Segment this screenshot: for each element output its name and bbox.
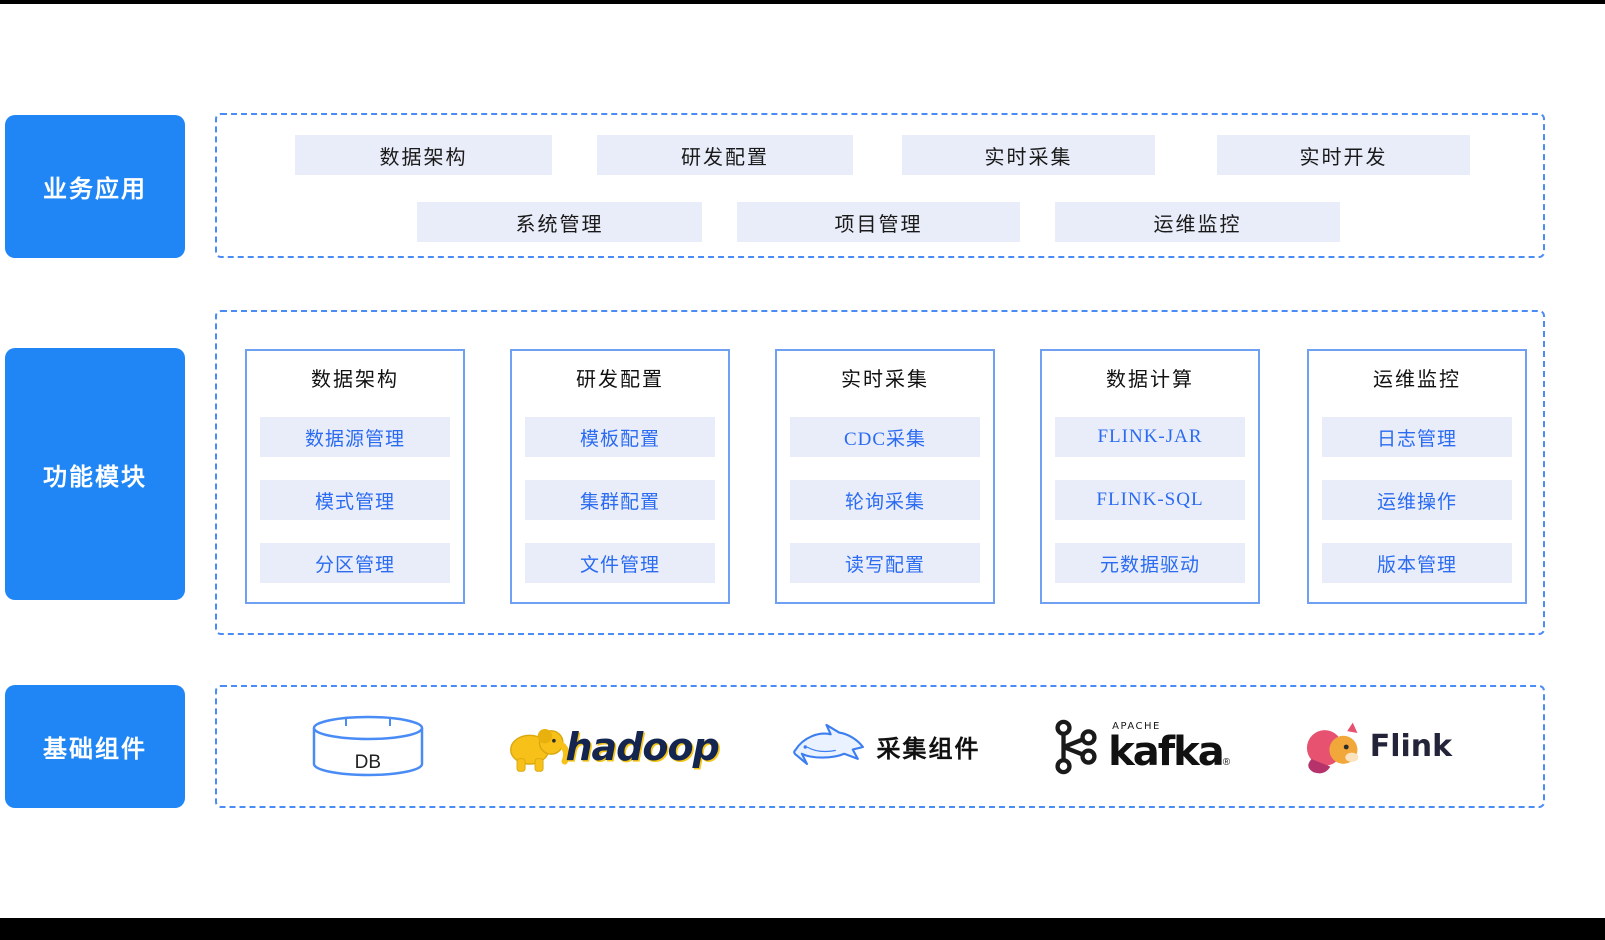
base-components-row: DB hadoop bbox=[217, 687, 1543, 806]
module-column-title: 运维监控 bbox=[1373, 368, 1461, 391]
module-item: 运维操作 bbox=[1322, 480, 1512, 520]
collector-label: 采集组件 bbox=[876, 736, 981, 763]
module-item: 集群配置 bbox=[525, 480, 715, 520]
module-item: 元数据驱动 bbox=[1055, 543, 1245, 583]
bottom-border-bar bbox=[0, 918, 1605, 940]
layer-label-function-modules: 功能模块 bbox=[5, 348, 185, 600]
component-hadoop: hadoop bbox=[499, 718, 720, 776]
top-border-bar bbox=[0, 0, 1605, 4]
module-item: 读写配置 bbox=[790, 543, 980, 583]
module-item: 模板配置 bbox=[525, 417, 715, 457]
business-chip: 研发配置 bbox=[597, 135, 853, 175]
business-chip: 系统管理 bbox=[417, 202, 702, 242]
module-item: CDC采集 bbox=[790, 417, 980, 457]
database-icon: DB bbox=[308, 714, 428, 780]
shark-icon bbox=[790, 718, 868, 776]
business-chip: 实时开发 bbox=[1217, 135, 1470, 175]
module-item: 分区管理 bbox=[260, 543, 450, 583]
database-label: DB bbox=[354, 751, 382, 773]
business-application-container: 数据架构 研发配置 实时采集 实时开发 系统管理 项目管理 运维监控 bbox=[215, 113, 1545, 258]
module-item: 文件管理 bbox=[525, 543, 715, 583]
module-column-data-architecture: 数据架构 数据源管理 模式管理 分区管理 bbox=[245, 349, 465, 604]
module-item: FLINK-SQL bbox=[1055, 480, 1245, 520]
component-collector: 采集组件 bbox=[790, 718, 980, 776]
module-item: FLINK-JAR bbox=[1055, 417, 1245, 457]
module-column-realtime-collection: 实时采集 CDC采集 轮询采集 读写配置 bbox=[775, 349, 995, 604]
kafka-logo-icon bbox=[1052, 717, 1100, 777]
layer-label-business-application: 业务应用 bbox=[5, 115, 185, 258]
flink-label: Flink bbox=[1369, 729, 1453, 764]
component-flink: Flink bbox=[1302, 718, 1452, 776]
business-chip: 实时采集 bbox=[902, 135, 1155, 175]
base-components-container: DB hadoop bbox=[215, 685, 1545, 808]
component-database: DB bbox=[308, 714, 428, 780]
module-column-ops-monitoring: 运维监控 日志管理 运维操作 版本管理 bbox=[1307, 349, 1527, 604]
business-chip: 数据架构 bbox=[295, 135, 552, 175]
kafka-label: kafka bbox=[1108, 728, 1225, 775]
module-column-title: 数据架构 bbox=[311, 368, 399, 391]
module-column-title: 数据计算 bbox=[1106, 368, 1194, 391]
module-column-data-compute: 数据计算 FLINK-JAR FLINK-SQL 元数据驱动 bbox=[1040, 349, 1260, 604]
business-chip: 运维监控 bbox=[1055, 202, 1340, 242]
module-item: 日志管理 bbox=[1322, 417, 1512, 457]
kafka-wordmark: APACHE kafka ® bbox=[1108, 720, 1231, 775]
business-chip: 项目管理 bbox=[737, 202, 1020, 242]
function-modules-container: 数据架构 数据源管理 模式管理 分区管理 研发配置 模板配置 集群配置 文件管理… bbox=[215, 310, 1545, 635]
module-column-title: 实时采集 bbox=[841, 368, 929, 391]
hadoop-label: hadoop bbox=[565, 724, 719, 769]
module-item: 模式管理 bbox=[260, 480, 450, 520]
kafka-registered-mark: ® bbox=[1222, 756, 1231, 768]
flink-squirrel-icon bbox=[1302, 718, 1368, 776]
layer-label-base-components: 基础组件 bbox=[5, 685, 185, 808]
module-column-title: 研发配置 bbox=[576, 368, 664, 391]
module-item: 轮询采集 bbox=[790, 480, 980, 520]
module-column-dev-config: 研发配置 模板配置 集群配置 文件管理 bbox=[510, 349, 730, 604]
kafka-apache-label: APACHE bbox=[1112, 720, 1161, 732]
module-item: 数据源管理 bbox=[260, 417, 450, 457]
component-kafka: APACHE kafka ® bbox=[1052, 717, 1230, 777]
module-item: 版本管理 bbox=[1322, 543, 1512, 583]
hadoop-elephant-icon bbox=[499, 718, 571, 776]
